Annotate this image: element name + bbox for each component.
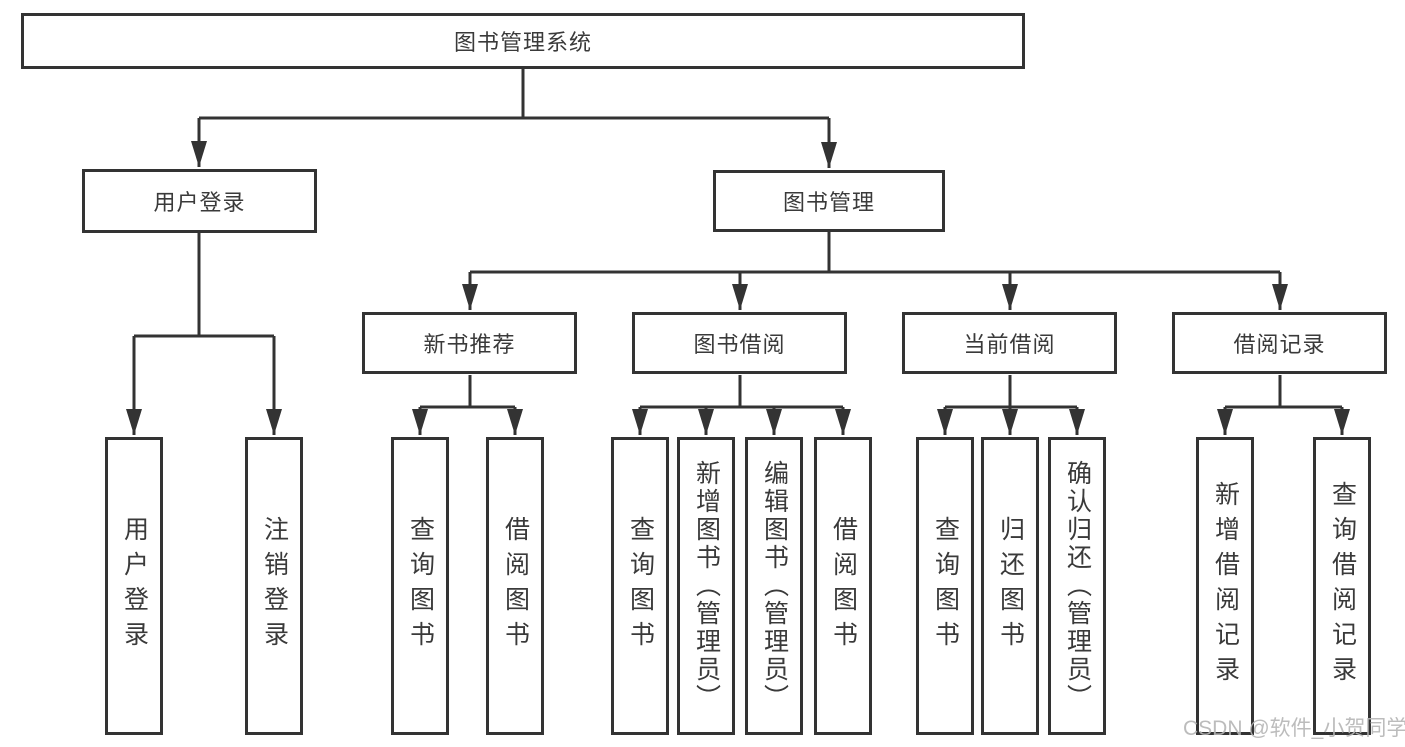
node-borrow-records: 借阅记录 <box>1172 312 1387 374</box>
leaf-add-borrow-record: 新增借阅记录 <box>1196 437 1254 735</box>
leaf-label: 确认归还（管理员） <box>1063 460 1092 712</box>
leaf-edit-book-admin: 编辑图书（管理员） <box>745 437 803 735</box>
leaf-label: 查询图书 <box>931 516 960 656</box>
leaf-label: 新增借阅记录 <box>1211 481 1240 691</box>
leaf-borrow-books-1: 借阅图书 <box>486 437 544 735</box>
leaf-label: 编辑图书（管理员） <box>760 460 789 712</box>
leaf-label: 查询图书 <box>406 516 435 656</box>
leaf-logout: 注销登录 <box>245 437 303 735</box>
node-label: 图书管理系统 <box>453 30 592 55</box>
leaf-label: 查询图书 <box>626 516 655 656</box>
node-label: 新书推荐 <box>423 332 516 357</box>
leaf-query-books-2: 查询图书 <box>611 437 669 735</box>
leaf-user-login: 用户登录 <box>105 437 163 735</box>
leaf-label: 借阅图书 <box>829 516 858 656</box>
node-library-system: 图书管理系统 <box>21 13 1025 69</box>
leaf-query-books-1: 查询图书 <box>391 437 449 735</box>
leaf-label: 借阅图书 <box>501 516 530 656</box>
node-current-borrow: 当前借阅 <box>902 312 1117 374</box>
node-label: 图书借阅 <box>693 332 786 357</box>
leaf-return-books: 归还图书 <box>981 437 1039 735</box>
node-user-login: 用户登录 <box>82 169 317 233</box>
node-label: 用户登录 <box>153 190 246 215</box>
leaf-query-books-3: 查询图书 <box>916 437 974 735</box>
node-label: 当前借阅 <box>963 332 1056 357</box>
csdn-watermark: CSDN @软件_小贺同学 <box>1183 717 1405 740</box>
node-new-book-recommend: 新书推荐 <box>362 312 577 374</box>
leaf-label: 查询借阅记录 <box>1328 481 1357 691</box>
node-book-management: 图书管理 <box>713 170 945 232</box>
leaf-label: 归还图书 <box>996 516 1025 656</box>
leaf-query-borrow-record: 查询借阅记录 <box>1313 437 1371 735</box>
leaf-borrow-books-2: 借阅图书 <box>814 437 872 735</box>
leaf-add-book-admin: 新增图书（管理员） <box>677 437 735 735</box>
node-label: 图书管理 <box>782 190 875 215</box>
leaf-label: 新增图书（管理员） <box>692 460 721 712</box>
leaf-label: 用户登录 <box>120 516 149 656</box>
node-book-borrow: 图书借阅 <box>632 312 847 374</box>
leaf-confirm-return-admin: 确认归还（管理员） <box>1048 437 1106 735</box>
leaf-label: 注销登录 <box>260 516 289 656</box>
node-label: 借阅记录 <box>1233 332 1326 357</box>
